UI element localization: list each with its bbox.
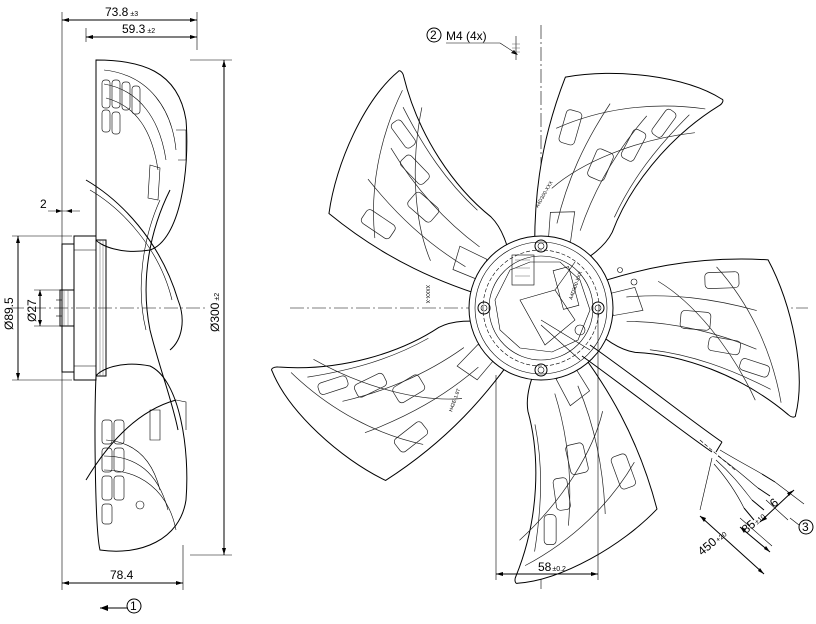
cable	[581, 344, 776, 521]
offset-label: 2	[40, 197, 47, 211]
blade-depth-label: 59.3±2	[122, 22, 155, 36]
motor-body	[56, 235, 107, 381]
callout-1-circle	[126, 598, 142, 614]
cable-dimensions: 6 85±10 450+20 3	[695, 457, 814, 575]
cable-dim-85-label: 85±10	[739, 509, 768, 536]
blade-marking-left: XXXX-X	[424, 285, 430, 304]
base-width-label: 78.4	[110, 568, 134, 582]
callout-1-label: 1	[130, 599, 137, 613]
side-view: 73.8±3 59.3±2 2 Ø89.5 Ø27 Ø300±2	[2, 5, 232, 614]
hub-diameter-label: Ø89.5	[2, 297, 16, 330]
hole-offset-label: 58±0.2	[538, 560, 566, 574]
hole-offset-dimension: 58±0.2	[495, 312, 599, 580]
mounting-hole-top	[534, 239, 548, 253]
mounting-hole-bottom	[534, 363, 548, 377]
callout-3-circle	[798, 519, 814, 535]
cable-dim-450-label: 450+20	[695, 526, 729, 558]
callout-2-circle	[426, 27, 442, 43]
blade-profiles	[85, 59, 188, 552]
fan-diameter-label: Ø300±2	[208, 293, 222, 332]
thread-label: M4 (4x)	[446, 29, 487, 43]
callout-2-label: 2	[430, 28, 437, 42]
cable-dim-6-label: 6	[767, 495, 781, 510]
mounting-hole-left	[477, 301, 491, 315]
shaft-diameter-label: Ø27	[25, 299, 39, 322]
thread-callout: 2 M4 (4x)	[426, 27, 520, 60]
front-view: A4D300-XXX XXXX-X H42E-1.8T A4D300-XXX 2…	[261, 25, 814, 596]
overall-depth-label: 73.8±3	[105, 5, 138, 19]
callout-3-label: 3	[802, 520, 809, 534]
